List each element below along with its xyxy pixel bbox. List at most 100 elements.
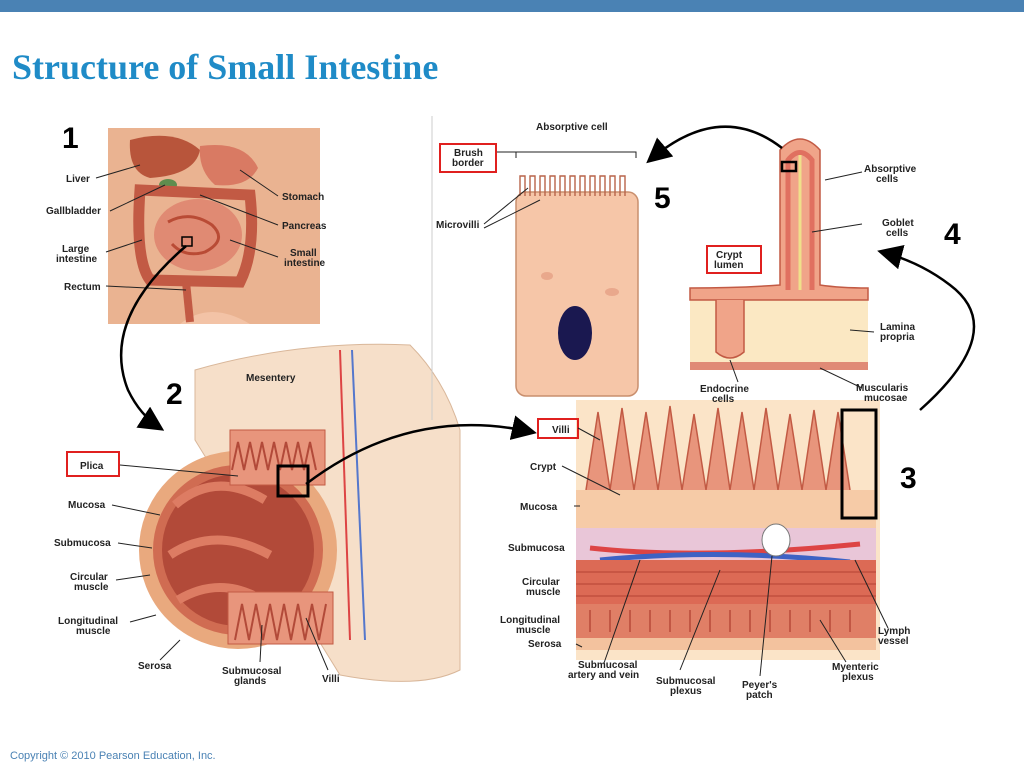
label-pancreas: Pancreas bbox=[282, 221, 327, 232]
panel-4-number: 4 bbox=[944, 218, 961, 251]
top-accent-bar bbox=[0, 0, 1024, 12]
longitudinal-muscle-layer bbox=[576, 604, 876, 638]
label-circular-muscle-detail-1: Circular bbox=[522, 577, 560, 588]
label-longitudinal-muscle-1: Longitudinal bbox=[58, 616, 118, 627]
label-gallbladder: Gallbladder bbox=[46, 206, 101, 217]
label-longitudinal-muscle-detail-1: Longitudinal bbox=[500, 615, 560, 626]
panel-1-number: 1 bbox=[62, 122, 79, 155]
panel-5-number: 5 bbox=[654, 182, 671, 215]
label-mesentery: Mesentery bbox=[246, 373, 296, 384]
label-muscularis-mucosae-2: mucosae bbox=[864, 393, 908, 404]
label-lymph-vessel-2: vessel bbox=[878, 636, 909, 647]
label-crypt-lumen-1: Crypt bbox=[716, 250, 743, 261]
label-rectum: Rectum bbox=[64, 282, 101, 293]
label-submucosal-glands-1: Submucosal bbox=[222, 666, 282, 677]
villi-strip-bottom bbox=[234, 603, 327, 641]
label-mucosa-detail: Mucosa bbox=[520, 502, 558, 513]
villi-strip-top bbox=[231, 441, 317, 471]
label-endocrine-cells-1: Endocrine bbox=[700, 384, 749, 395]
panel-2-intestinal-wall: Mesentery Plica Mucosa Submucosa Circula… bbox=[54, 343, 461, 687]
label-longitudinal-muscle-2: muscle bbox=[76, 626, 111, 637]
arrow-1-to-2 bbox=[119, 245, 187, 431]
mesentery-vein bbox=[351, 349, 366, 641]
villi-row bbox=[585, 405, 851, 491]
label-crypt: Crypt bbox=[530, 462, 557, 473]
crypt-shape bbox=[715, 300, 745, 359]
label-myenteric-plexus-1: Myenteric bbox=[832, 662, 879, 673]
arrow-3-to-4 bbox=[877, 245, 976, 411]
villus-shape bbox=[689, 138, 869, 301]
label-myenteric-plexus-2: plexus bbox=[842, 672, 874, 683]
circular-muscle-striations bbox=[576, 571, 876, 597]
panel-4-zoom-box bbox=[780, 160, 798, 173]
large-intestine-shape bbox=[133, 184, 258, 288]
label-stomach: Stomach bbox=[282, 192, 324, 203]
submucosal-vein bbox=[599, 551, 851, 565]
label-small-intestine-1: Small bbox=[290, 248, 317, 259]
cell-nucleus bbox=[558, 306, 592, 360]
connector-arrows bbox=[119, 125, 976, 485]
label-mucosa: Mucosa bbox=[68, 500, 106, 511]
label-endocrine-cells-2: cells bbox=[712, 394, 735, 405]
label-submucosal-artery-vein-1: Submucosal bbox=[578, 660, 638, 671]
arrow-4-to-5 bbox=[646, 125, 783, 164]
label-villi: Villi bbox=[322, 674, 340, 685]
mesentery-artery bbox=[339, 349, 351, 641]
villus-capillary bbox=[785, 150, 815, 290]
label-brush-border-1: Brush bbox=[454, 148, 483, 159]
label-absorptive-cells-2: cells bbox=[876, 174, 899, 185]
muscularis-mucosae-layer bbox=[690, 362, 868, 370]
label-submucosal-plexus-2: plexus bbox=[670, 686, 702, 697]
label-peyers-patch-2: patch bbox=[746, 690, 773, 701]
serosa-layer bbox=[576, 638, 876, 650]
label-microvilli: Microvilli bbox=[436, 220, 480, 231]
label-serosa: Serosa bbox=[138, 661, 172, 672]
label-longitudinal-muscle-detail-2: muscle bbox=[516, 625, 551, 636]
panel-1-zoom-box bbox=[181, 236, 193, 247]
label-circular-muscle-detail-2: muscle bbox=[526, 587, 561, 598]
label-villi-detail: Villi bbox=[552, 425, 570, 436]
crypt-lumen-highlight-box bbox=[706, 245, 762, 274]
label-submucosal-glands-2: glands bbox=[234, 676, 267, 687]
mitochondrion-1 bbox=[541, 272, 553, 280]
label-large-intestine-2: intestine bbox=[56, 254, 98, 265]
label-goblet-cells-1: Goblet bbox=[882, 218, 914, 229]
label-serosa-detail: Serosa bbox=[528, 639, 562, 650]
label-crypt-lumen-2: lumen bbox=[714, 260, 743, 271]
panel-3-wall-layers: Villi Crypt Mucosa Submucosa Circular mu… bbox=[500, 400, 917, 701]
label-plica: Plica bbox=[80, 461, 104, 472]
longitudinal-muscle-striations bbox=[589, 610, 851, 632]
small-intestine-shape bbox=[154, 199, 242, 271]
absorptive-cell-body bbox=[515, 191, 639, 397]
label-lamina-propria-2: propria bbox=[880, 332, 915, 343]
label-muscularis-mucosae-1: Muscularis bbox=[856, 383, 909, 394]
rectum-shape bbox=[182, 281, 194, 323]
copyright-footer: Copyright © 2010 Pearson Education, Inc. bbox=[10, 750, 216, 762]
stomach-shape bbox=[199, 144, 258, 186]
label-circular-muscle-1: Circular bbox=[70, 572, 108, 583]
panel-4-villus-detail: Absorptive cells Goblet cells Crypt lume… bbox=[689, 138, 961, 405]
plica-highlight-box bbox=[66, 451, 120, 477]
brush-border-highlight-box bbox=[439, 143, 497, 173]
slide-title: Structure of Small Intestine bbox=[12, 47, 439, 87]
label-peyers-patch-1: Peyer's bbox=[742, 680, 778, 691]
panel-3-number: 3 bbox=[900, 462, 917, 495]
label-submucosal-artery-vein-2: artery and vein bbox=[568, 670, 639, 681]
label-absorptive-cell: Absorptive cell bbox=[536, 122, 608, 133]
liver-shape bbox=[129, 135, 200, 178]
small-intestine-loops bbox=[167, 215, 221, 256]
panel-3-zoom-box bbox=[840, 408, 878, 520]
mucosa-layer bbox=[576, 490, 876, 528]
label-small-intestine-2: intestine bbox=[284, 258, 326, 269]
circular-muscle-layer bbox=[576, 560, 876, 604]
label-lymph-vessel-1: Lymph bbox=[878, 626, 910, 637]
label-submucosa: Submucosa bbox=[54, 538, 111, 549]
label-submucosal-plexus-1: Submucosal bbox=[656, 676, 716, 687]
panel-1-digestive-overview: Liver Gallbladder Large intestine Rectum… bbox=[46, 122, 327, 324]
label-submucosa-detail: Submucosa bbox=[508, 543, 565, 554]
label-goblet-cells-2: cells bbox=[886, 228, 909, 239]
label-lamina-propria-1: Lamina bbox=[880, 322, 915, 333]
label-liver: Liver bbox=[66, 174, 90, 185]
label-large-intestine-1: Large bbox=[62, 244, 90, 255]
